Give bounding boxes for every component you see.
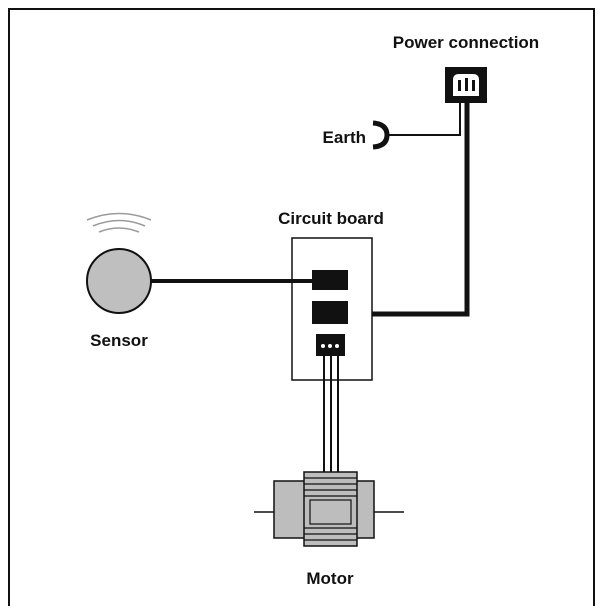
diagram-frame <box>8 8 595 606</box>
connector-dot <box>335 344 339 348</box>
sensor-wave-icon <box>86 212 152 233</box>
power-connection-label: Power connection <box>393 33 539 52</box>
connector-dot <box>321 344 325 348</box>
power-cable <box>348 103 470 317</box>
board-slot-1 <box>312 270 348 290</box>
earth-wire <box>387 103 461 136</box>
circuit-board-label: Circuit board <box>278 209 384 228</box>
circuit-board <box>291 237 373 381</box>
motor-icon <box>254 471 404 547</box>
earth-clip-icon <box>372 120 390 150</box>
sensor-disc-icon <box>86 248 152 314</box>
sensor-label: Sensor <box>90 331 148 350</box>
motor-wires <box>323 356 339 472</box>
earth-label: Earth <box>323 128 366 147</box>
power-socket-icon <box>445 67 487 103</box>
board-slot-2 <box>312 301 348 324</box>
connector-dot <box>328 344 332 348</box>
motor-label: Motor <box>306 569 354 588</box>
